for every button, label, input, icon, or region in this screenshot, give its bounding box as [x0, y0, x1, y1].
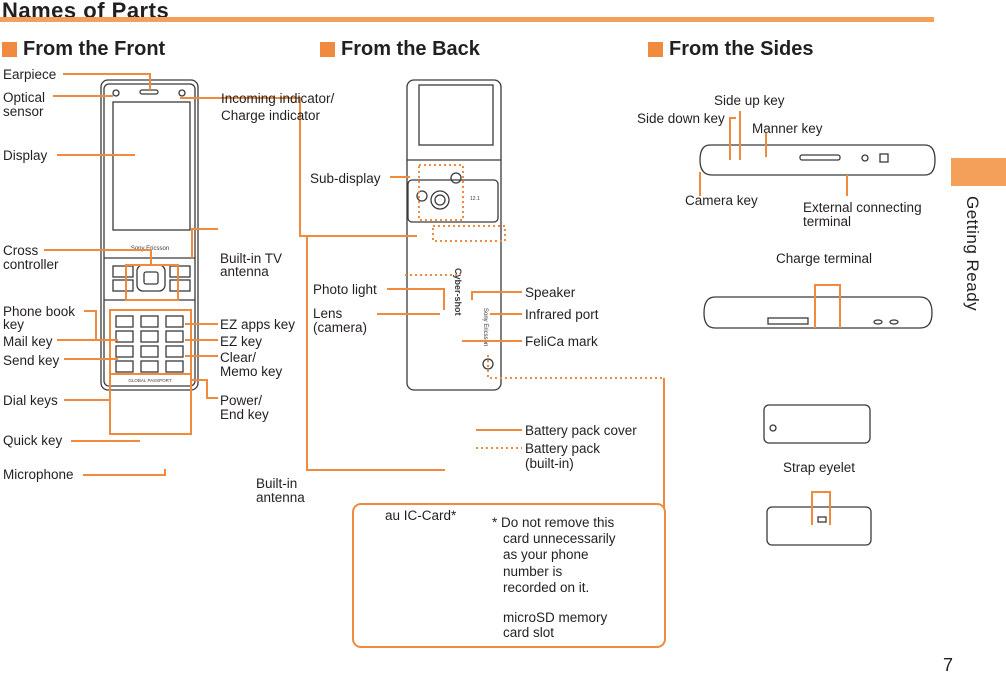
note-line-3: as your phone: [503, 547, 589, 562]
label-dial-keys: Dial keys: [3, 393, 58, 408]
label-mail-key: Mail key: [3, 334, 53, 349]
note-line-1: * Do not remove this: [492, 515, 615, 530]
back-phone-illustration: 12.1 Cyber-shot Sony Ericsson: [406, 79, 502, 391]
section-back-heading: From the Back: [320, 38, 480, 61]
label-strap-eyelet: Strap eyelet: [783, 460, 856, 475]
label-battery-pack-2: (built-in): [525, 456, 574, 471]
label-felica: FeliCa mark: [525, 334, 598, 349]
label-microsd-2: card slot: [503, 625, 555, 640]
label-microsd-1: microSD memory: [503, 610, 608, 625]
label-display: Display: [3, 148, 48, 163]
back-megapixels-text: 12.1: [470, 196, 480, 202]
section-front-label: From the Front: [23, 38, 166, 60]
label-lens-1: Lens: [313, 306, 343, 321]
label-phonebook-1: Phone book: [3, 304, 76, 319]
label-builtin-antenna-2: antenna: [256, 490, 305, 505]
side-view-top: [699, 144, 936, 176]
label-lens-2: (camera): [313, 320, 368, 335]
label-clear-2: Memo key: [220, 364, 283, 379]
front-global-text: GLOBAL PASSPORT: [128, 378, 171, 383]
front-phone-illustration: Sony Ericsson GLOBAL PASSPORT: [100, 79, 199, 391]
label-battery-cover: Battery pack cover: [525, 423, 637, 438]
label-camera-key: Camera key: [685, 193, 758, 208]
label-ez-key: EZ key: [220, 334, 263, 349]
section-front-heading: From the Front: [2, 38, 165, 61]
label-clear-1: Clear/: [220, 350, 257, 365]
section-square-icon: [320, 42, 335, 57]
back-brand-text: Sony Ericsson: [482, 308, 488, 346]
label-cross-2: controller: [3, 257, 59, 272]
label-cross-1: Cross: [3, 243, 39, 258]
label-quick-key: Quick key: [3, 433, 63, 448]
label-earpiece: Earpiece: [3, 67, 57, 82]
label-incoming-2: Charge indicator: [221, 108, 321, 123]
label-au-ic-card: au IC-Card*: [385, 508, 457, 523]
label-power-2: End key: [220, 407, 269, 422]
label-builtin-antenna-1: Built-in: [256, 476, 298, 491]
label-power-1: Power/: [220, 393, 263, 408]
section-sides-heading: From the Sides: [648, 38, 813, 61]
label-builtin-tv-1: Built-in TV: [220, 251, 283, 266]
title-underline: [0, 17, 934, 22]
section-square-icon: [648, 42, 663, 57]
label-side-up: Side up key: [714, 93, 785, 108]
section-square-icon: [2, 42, 17, 57]
label-external-2: terminal: [803, 214, 852, 229]
label-incoming-1: Incoming indicator/: [221, 91, 335, 106]
section-back-label: From the Back: [341, 38, 480, 60]
label-speaker: Speaker: [525, 285, 576, 300]
back-cybershot-text: Cyber-shot: [453, 268, 463, 316]
label-external-1: External connecting: [803, 200, 922, 215]
label-ez-apps: EZ apps key: [220, 317, 296, 332]
label-charge-terminal: Charge terminal: [776, 251, 873, 266]
section-sides-label: From the Sides: [669, 38, 814, 60]
label-builtin-tv-2: antenna: [220, 264, 269, 279]
label-optical-sensor-2: sensor: [3, 104, 44, 119]
note-line-4: number is: [503, 564, 563, 579]
label-battery-pack-1: Battery pack: [525, 441, 601, 456]
side-view-charge: [703, 296, 933, 329]
ic-card-note-box: [352, 503, 666, 648]
label-sub-display: Sub-display: [310, 171, 381, 186]
note-line-2: card unnecessarily: [503, 531, 616, 546]
label-photo-light: Photo light: [313, 282, 377, 297]
label-manner: Manner key: [752, 121, 823, 136]
label-send-key: Send key: [3, 353, 60, 368]
label-phonebook-2: key: [3, 317, 25, 332]
note-line-5: recorded on it.: [503, 580, 590, 595]
side-view-bottom: [763, 404, 872, 546]
label-side-down: Side down key: [637, 111, 725, 126]
label-infrared: Infrared port: [525, 307, 599, 322]
chapter-tab-label: Getting Ready: [963, 196, 982, 312]
chapter-tab: [951, 158, 1006, 186]
label-optical-sensor-1: Optical: [3, 90, 46, 105]
page-number: 7: [943, 655, 954, 675]
label-microphone: Microphone: [3, 467, 74, 482]
